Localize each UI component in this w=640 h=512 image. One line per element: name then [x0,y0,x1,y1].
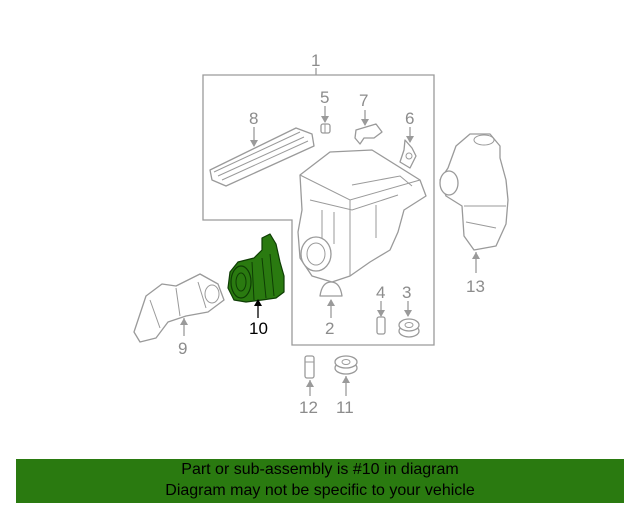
callout-6[interactable]: 6 [405,109,414,128]
callout-2[interactable]: 2 [325,319,334,338]
bracket-part-6[interactable] [399,139,417,169]
footer-banner: Part or sub-assembly is #10 in diagram D… [16,459,624,503]
rubber-mount-part-2[interactable] [319,281,343,297]
callout-12[interactable]: 12 [299,398,318,417]
callout-10[interactable]: 10 [249,319,268,338]
footer-line-2: Diagram may not be specific to your vehi… [165,482,475,499]
callout-5[interactable]: 5 [320,88,329,107]
air-filter-element[interactable] [209,127,315,187]
stud-part-12[interactable] [304,355,315,379]
callout-1[interactable]: 1 [311,51,320,70]
air-cleaner-housing[interactable] [297,149,427,283]
callout-11[interactable]: 11 [336,398,354,417]
callout-3[interactable]: 3 [402,283,411,302]
callout-13[interactable]: 13 [466,277,485,296]
footer-line-1: Part or sub-assembly is #10 in diagram [181,461,459,478]
air-duct-part-13[interactable] [439,133,509,251]
callout-7[interactable]: 7 [359,91,368,110]
assembly-box-outline [202,74,435,346]
highlighted-part-10[interactable] [227,233,285,303]
callout-8[interactable]: 8 [249,109,258,128]
pin-part-4[interactable] [376,316,386,335]
grommet-part-3[interactable] [398,318,420,338]
callout-9[interactable]: 9 [178,339,187,358]
clip-part-7[interactable] [354,123,383,145]
intake-duct-part-9[interactable] [133,273,225,343]
screw-part-5[interactable] [320,123,331,134]
grommet-part-11[interactable] [334,355,358,375]
parts-diagram: 1 8 5 7 6 2 [133,51,509,417]
callout-4[interactable]: 4 [376,283,385,302]
